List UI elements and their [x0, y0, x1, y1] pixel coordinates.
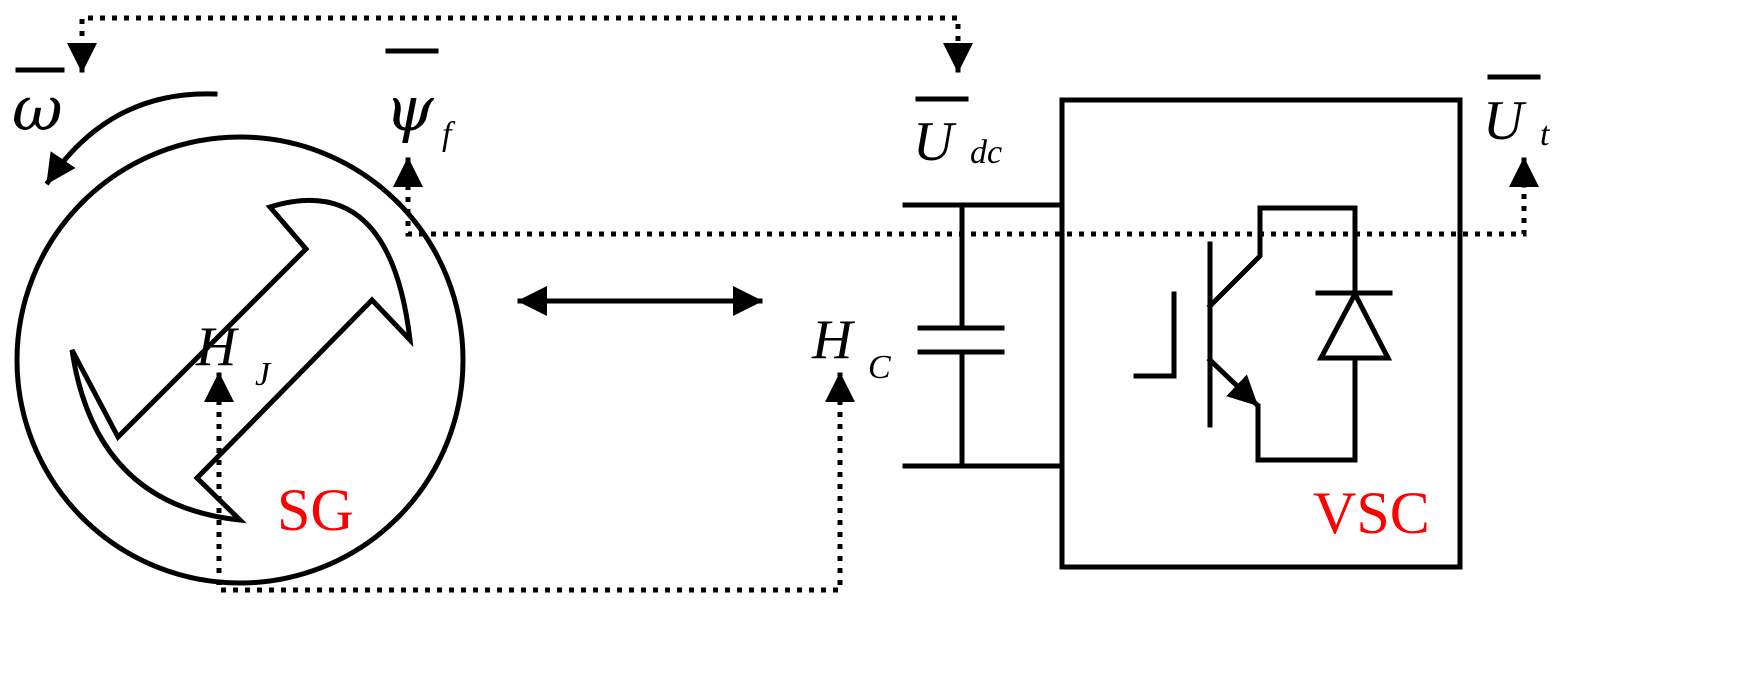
ut-subscript: t: [1540, 116, 1551, 153]
hj-label: H: [195, 316, 239, 378]
sg-rotor: [69, 197, 414, 524]
hc-label: H: [811, 309, 855, 371]
hj-subscript: J: [255, 356, 272, 393]
udc-subscript: dc: [970, 134, 1002, 171]
omega-rotation-arrow: [44, 91, 218, 186]
ut-label: U: [1483, 90, 1527, 152]
omega-udc-link: [79, 15, 961, 60]
psi-label: ψ: [385, 72, 435, 145]
vsc-label: VSC: [1313, 480, 1430, 546]
igbt-symbol: [1133, 205, 1358, 463]
dc-capacitor: [902, 202, 1065, 469]
sg-stator-circle: [14, 134, 466, 586]
psi-subscript: f: [442, 116, 456, 153]
sg-label: SG: [277, 477, 354, 543]
vsc-box: [1059, 97, 1463, 570]
psi-ut-link: [405, 185, 1527, 237]
hc-subscript: C: [868, 349, 891, 386]
sg-machine: [14, 134, 466, 586]
udc-label: U: [913, 111, 957, 173]
diode-symbol: [1315, 288, 1393, 361]
omega-label: ω: [12, 72, 63, 145]
